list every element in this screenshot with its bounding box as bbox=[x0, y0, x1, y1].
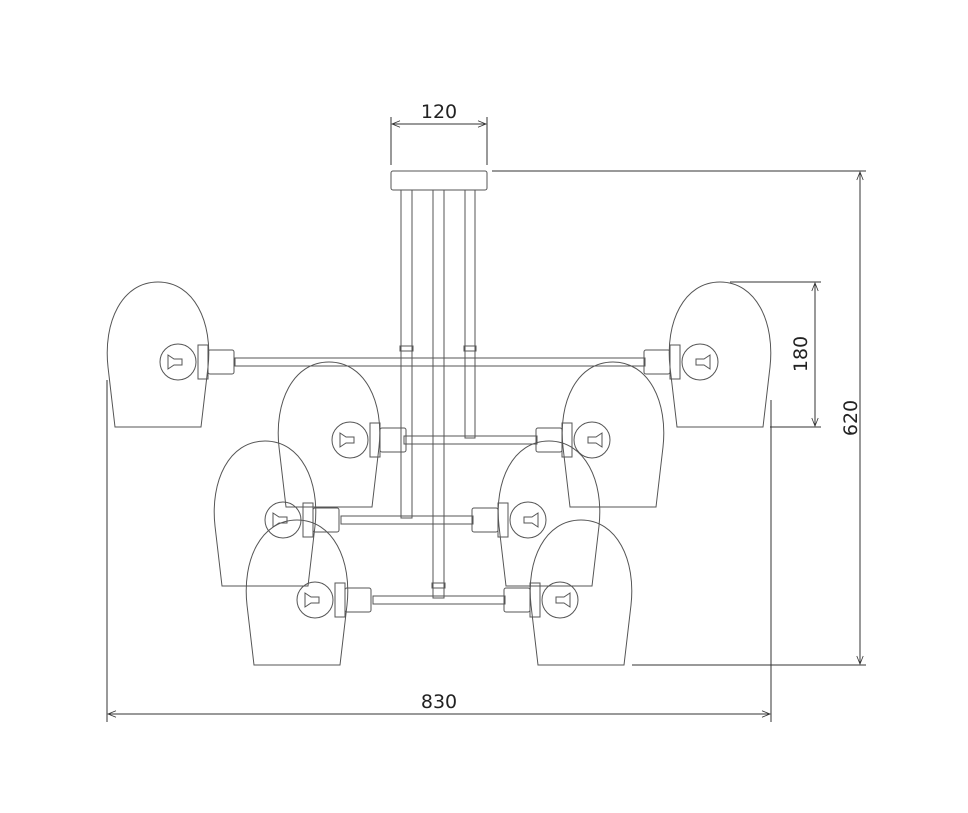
fixture bbox=[106, 170, 772, 666]
filament bbox=[272, 512, 288, 528]
socket bbox=[312, 507, 340, 533]
rod bbox=[432, 189, 445, 599]
canopy bbox=[390, 170, 488, 191]
lamp bbox=[503, 519, 633, 666]
socket bbox=[535, 427, 563, 453]
arm bbox=[234, 357, 646, 367]
filament bbox=[523, 512, 539, 528]
glass-shade bbox=[106, 281, 210, 428]
socket-ring bbox=[302, 502, 314, 538]
glass-shade bbox=[277, 361, 381, 508]
glass-shade bbox=[561, 361, 665, 508]
lamp bbox=[535, 361, 665, 508]
bulb bbox=[509, 501, 547, 539]
glass-shade bbox=[213, 440, 317, 587]
filament bbox=[167, 354, 183, 370]
dimension-canopy-width: 120 bbox=[390, 101, 488, 165]
lamp bbox=[471, 440, 601, 587]
filament bbox=[695, 354, 711, 370]
bulb bbox=[296, 581, 334, 619]
arm bbox=[340, 515, 474, 525]
glass-shade bbox=[668, 281, 772, 428]
glass-shade bbox=[497, 440, 601, 587]
filament bbox=[339, 432, 355, 448]
bulb bbox=[331, 421, 369, 459]
socket bbox=[207, 349, 235, 375]
rod bbox=[400, 189, 413, 519]
lamp bbox=[106, 281, 235, 428]
dimension-shade-height: 180 bbox=[730, 281, 821, 428]
rod-joint bbox=[399, 345, 414, 352]
socket bbox=[379, 427, 407, 453]
glass-shade bbox=[529, 519, 633, 666]
bulb bbox=[541, 581, 579, 619]
total-height-label: 620 bbox=[840, 400, 862, 436]
bulb bbox=[159, 343, 197, 381]
dimension-total-height: 620 bbox=[492, 170, 866, 666]
lamp bbox=[213, 440, 340, 587]
filament bbox=[304, 592, 320, 608]
socket-ring bbox=[334, 582, 346, 618]
rod bbox=[464, 189, 476, 439]
filament bbox=[555, 592, 571, 608]
socket bbox=[344, 587, 372, 613]
bulb bbox=[681, 343, 719, 381]
total-width-label: 830 bbox=[421, 691, 457, 713]
socket bbox=[503, 587, 531, 613]
socket-ring bbox=[197, 344, 209, 380]
filament bbox=[587, 432, 603, 448]
shade-height-label: 180 bbox=[790, 336, 812, 372]
socket bbox=[643, 349, 671, 375]
rod-joint bbox=[463, 345, 477, 352]
lamp bbox=[245, 519, 372, 666]
arm bbox=[372, 595, 506, 605]
arm bbox=[403, 435, 538, 445]
socket-ring bbox=[669, 344, 681, 380]
dimension-total-width: 830 bbox=[106, 380, 772, 722]
canopy-width-label: 120 bbox=[421, 101, 457, 123]
lamp bbox=[277, 361, 407, 508]
lamp bbox=[643, 281, 772, 428]
bulb bbox=[573, 421, 611, 459]
socket bbox=[471, 507, 499, 533]
rod-joint bbox=[431, 582, 446, 589]
glass-shade bbox=[245, 519, 349, 666]
